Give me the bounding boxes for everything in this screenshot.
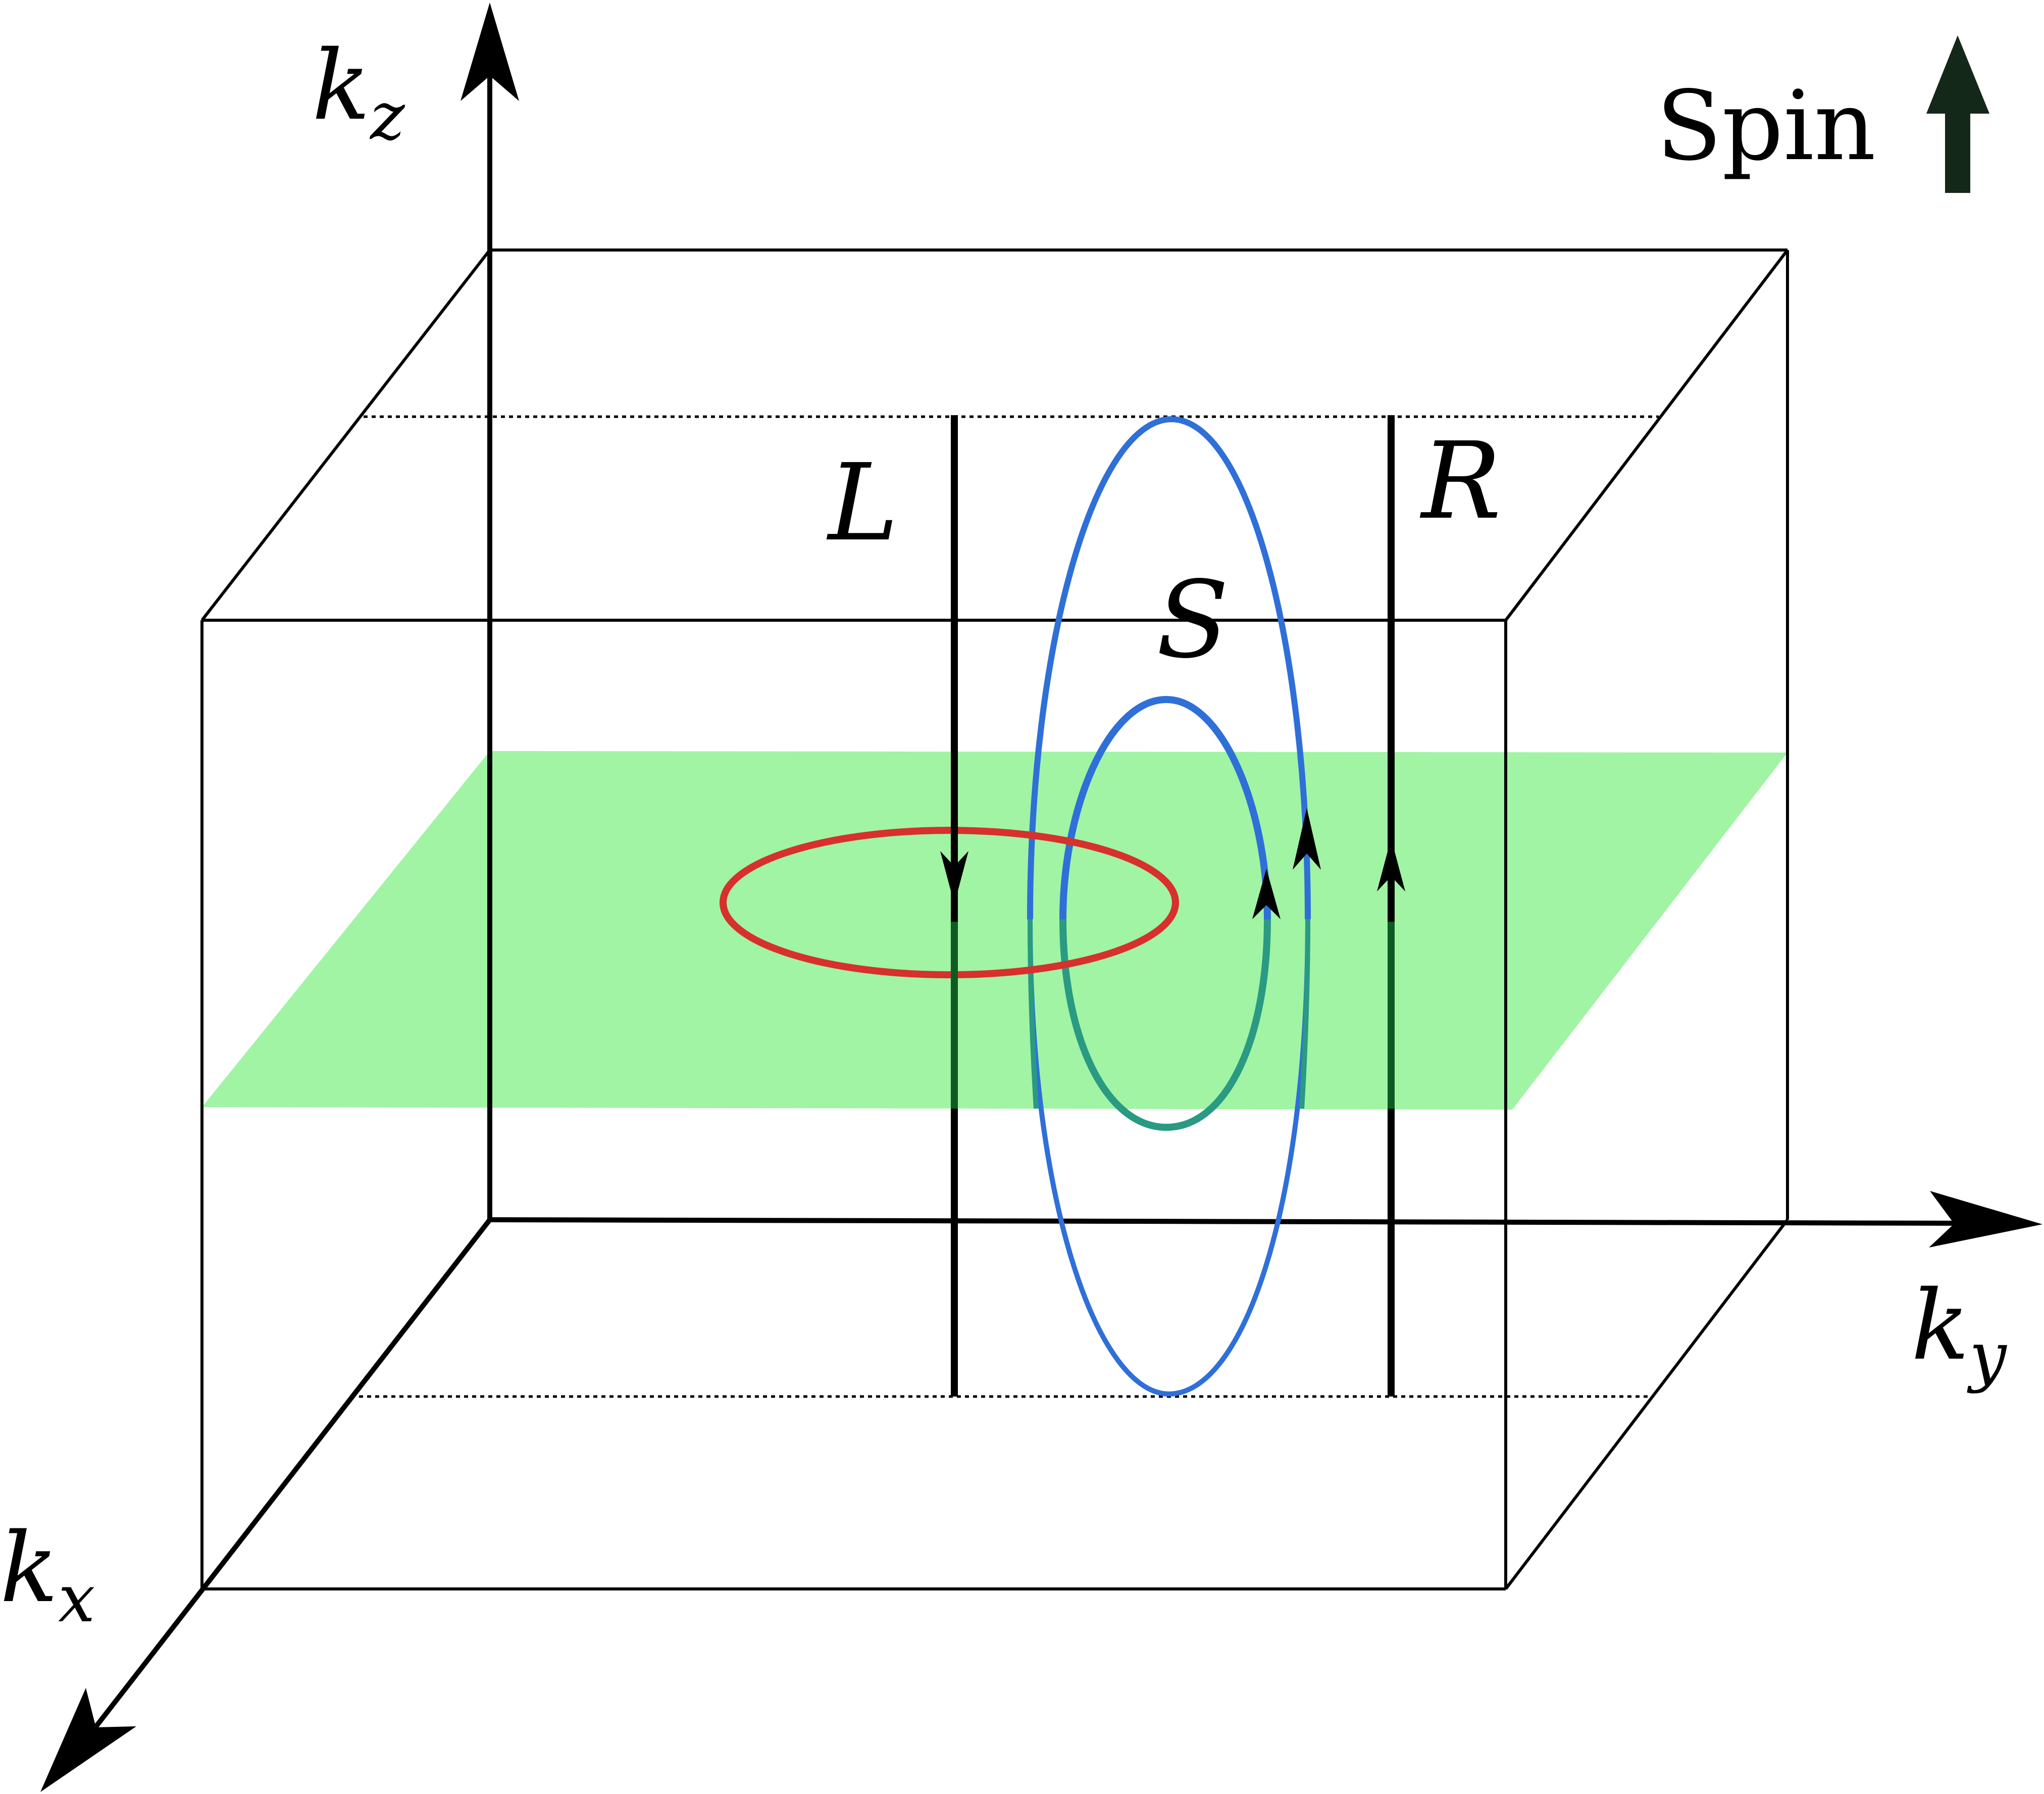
- ky-axis-label: ky: [1911, 1270, 2007, 1394]
- green-plane: [202, 751, 1787, 1110]
- label-L: L: [826, 441, 898, 565]
- kx-axis-label: kx: [0, 1512, 95, 1637]
- ky-axis-line: [489, 1217, 1972, 1226]
- kx-axis-line: [74, 1218, 492, 1755]
- blue-inner-loop-upper: [1059, 695, 1271, 920]
- kx-arrowhead: [40, 1688, 136, 1792]
- dotted-guides: [351, 415, 1659, 1398]
- spin-legend-label: Spin: [1656, 70, 1876, 182]
- line-L-down-arrow-icon: [940, 851, 968, 904]
- red-loop: [720, 827, 1179, 978]
- axes: [74, 66, 1972, 1755]
- blue-outer-loop-upper: [1027, 416, 1311, 920]
- spin-legend-arrow: [1926, 35, 1989, 193]
- blue-inner-loop-up-arrow-icon: [1252, 869, 1281, 919]
- kz-axis-label: kz: [312, 30, 405, 155]
- label-R: R: [1419, 419, 1501, 543]
- blue-outer-loop-in-plane: [1028, 919, 1310, 1109]
- line-R-up-arrow-icon: [1377, 838, 1405, 891]
- kz-arrowhead: [461, 3, 519, 101]
- box-front-face: [200, 619, 1507, 1590]
- ky-arrowhead: [1929, 1191, 2042, 1248]
- box-depth-edges: [200, 249, 1789, 1590]
- up-arrow-icon: [1926, 35, 1989, 193]
- blue-outer-loop-lower: [1028, 919, 1310, 1397]
- label-S: S: [1156, 558, 1229, 682]
- blue-inner-loop-in-plane: [1059, 919, 1271, 1131]
- blue-outer-loop-up-arrow-icon: [1293, 808, 1321, 870]
- box-back-face: [490, 248, 1789, 1220]
